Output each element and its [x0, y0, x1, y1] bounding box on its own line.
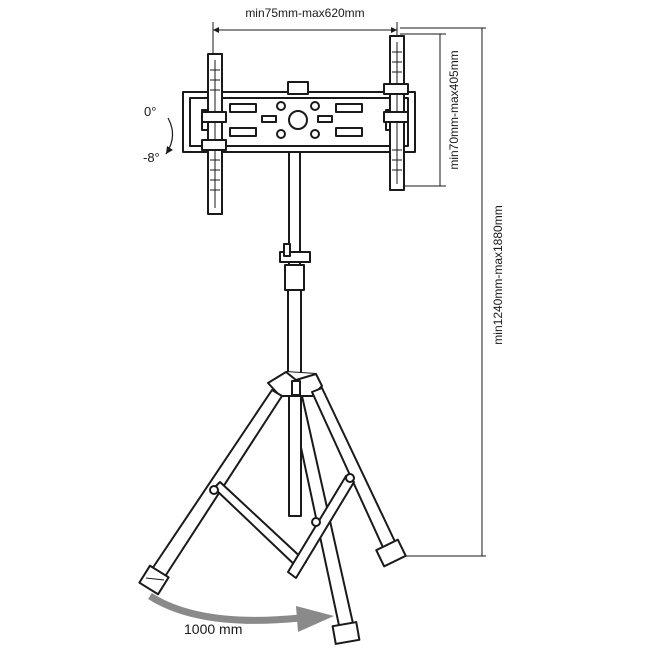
front-leg: [289, 395, 361, 645]
left-vertical-arm: [201, 53, 227, 215]
width-range-label: min75mm-max620mm: [245, 6, 364, 20]
tilt-lower-label: -8°: [143, 150, 160, 165]
tripod-hub: [267, 371, 323, 397]
height-dimension: min70mm-max405mm: [400, 33, 461, 187]
tilt-indicator: 0° -8°: [143, 104, 174, 165]
right-vertical-arm: [383, 35, 409, 191]
footprint-indicator: 1000 mm: [148, 593, 334, 637]
center-pole: [279, 139, 311, 379]
footprint-label: 1000 mm: [184, 621, 242, 637]
height-range-label: min70mm-max405mm: [447, 50, 461, 169]
total-height-dimension: min1240mm-max1880mm: [400, 27, 505, 557]
center-post-lower: [288, 395, 302, 517]
total-height-label: min1240mm-max1880mm: [491, 205, 505, 344]
width-dimension: min75mm-max620mm: [212, 6, 398, 60]
tilt-upper-label: 0°: [144, 104, 156, 119]
leg-braces: [209, 473, 355, 579]
right-leg: [311, 387, 407, 568]
left-leg: [138, 389, 283, 596]
